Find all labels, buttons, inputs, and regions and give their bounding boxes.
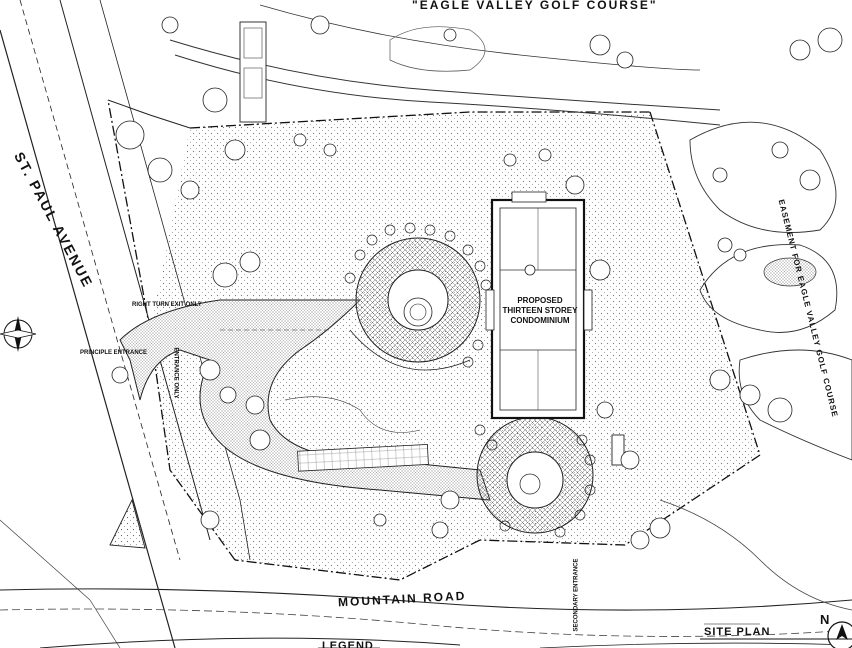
golf-course-features [169, 4, 852, 611]
golf-course-label: "EAGLE VALLEY GOLF COURSE" [412, 0, 658, 12]
principle-entrance-label: PRINCIPLE ENTRANCE [80, 350, 148, 356]
north-arrow [827, 621, 852, 648]
st-paul-avenue-road [0, 0, 251, 648]
secondary-entrance-label: SECONDARY ENTRANCE [573, 558, 580, 632]
landscape-circle [476, 416, 594, 534]
traffic-island [109, 498, 146, 549]
building-label: PROPOSED THIRTEEN STOREY CONDOMINIUM [502, 296, 578, 325]
entrance-only-label: ENTRANCE ONLY [172, 347, 179, 399]
legend-heading: LEGEND [322, 640, 374, 648]
right-turn-label: RIGHT TURN EXIT ONLY [132, 302, 202, 308]
mountain-road [0, 588, 852, 648]
north-label: N [820, 612, 830, 627]
trees [111, 15, 843, 550]
site-plan-title: SITE PLAN [704, 626, 771, 638]
compass-symbol [0, 316, 37, 352]
fountain-roundabout [349, 237, 481, 371]
storm-water-structure [239, 21, 267, 123]
condominium-building [485, 191, 625, 466]
title-block [318, 623, 852, 648]
hedge-trees [344, 222, 596, 538]
